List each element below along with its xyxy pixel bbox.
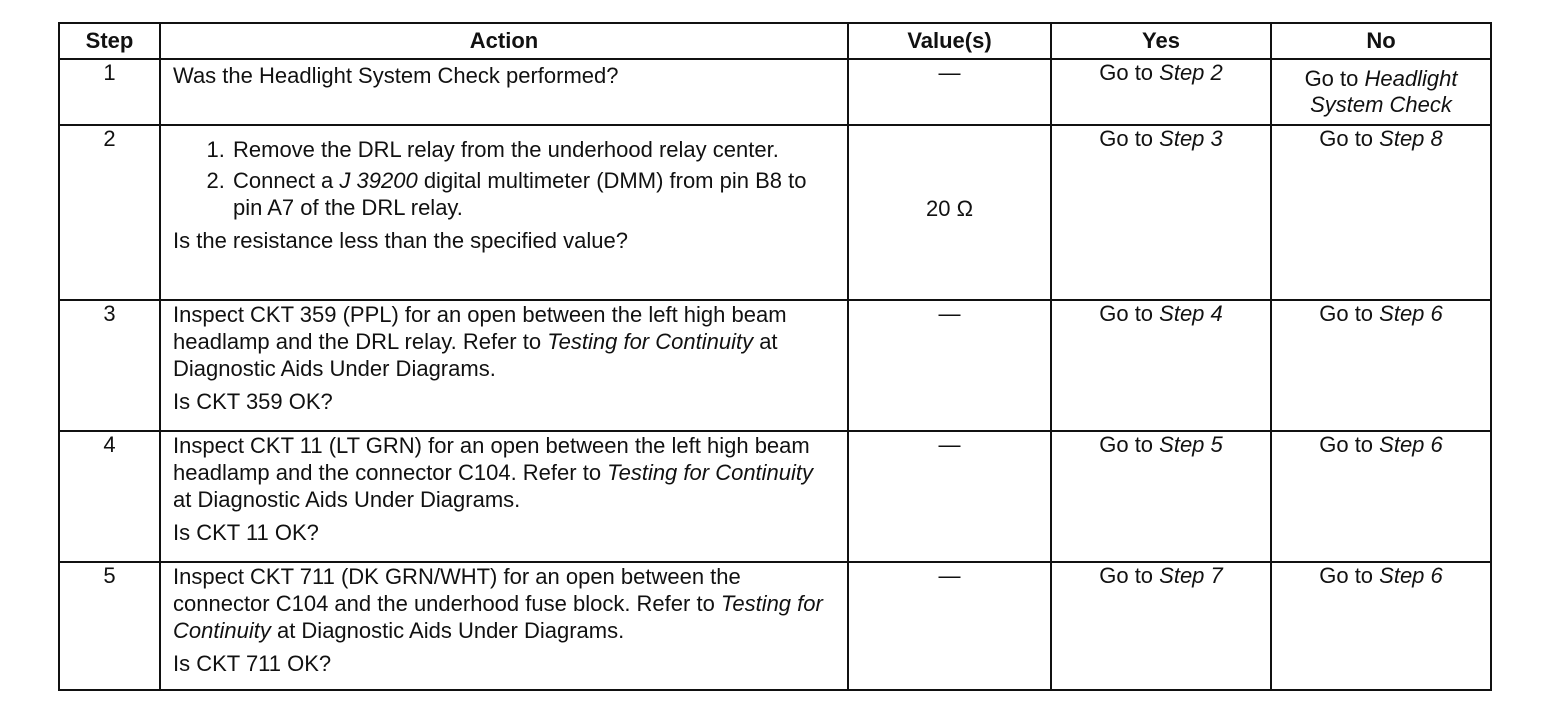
yes-target: Step 3 xyxy=(1159,126,1223,151)
yes-prefix: Go to xyxy=(1099,432,1160,457)
yes-target: Step 2 xyxy=(1159,60,1223,85)
yes-prefix: Go to xyxy=(1099,60,1160,85)
yes-target: Step 5 xyxy=(1159,432,1223,457)
step-number: 4 xyxy=(58,430,161,563)
yes-target: Step 7 xyxy=(1159,563,1223,588)
action-cell: Remove the DRL relay from the underhood … xyxy=(159,124,849,301)
header-step: Step xyxy=(58,22,161,60)
no-target: Step 6 xyxy=(1379,301,1443,326)
value-cell: — xyxy=(847,299,1052,432)
step-number: 5 xyxy=(58,561,161,691)
yes-prefix: Go to xyxy=(1099,126,1160,151)
table-row: 1 Was the Headlight System Check perform… xyxy=(58,58,1492,126)
diagnostic-table: Step Action Value(s) Yes No 1 Was the He… xyxy=(58,22,1492,691)
yes-prefix: Go to xyxy=(1099,563,1160,588)
no-prefix: Go to xyxy=(1319,301,1380,326)
action-question: Was the Headlight System Check performed… xyxy=(173,63,619,88)
procedure-item: Remove the DRL relay from the underhood … xyxy=(231,136,835,163)
no-prefix: Go to xyxy=(1319,126,1380,151)
yes-cell: Go to Step 3 xyxy=(1050,124,1272,301)
header-values: Value(s) xyxy=(847,22,1052,60)
no-prefix: Go to xyxy=(1304,66,1365,91)
step-number: 2 xyxy=(58,124,161,301)
value-cell: 20 Ω xyxy=(847,124,1052,301)
header-action: Action xyxy=(159,22,849,60)
step-number: 3 xyxy=(58,299,161,432)
procedure-list: Remove the DRL relay from the underhood … xyxy=(173,136,835,221)
action-cell: Was the Headlight System Check performed… xyxy=(159,58,849,126)
table-row: 4 Inspect CKT 11 (LT GRN) for an open be… xyxy=(58,430,1492,563)
yes-cell: Go to Step 2 xyxy=(1050,58,1272,126)
yes-cell: Go to Step 5 xyxy=(1050,430,1272,563)
action-question: Is CKT 711 OK? xyxy=(173,651,332,676)
action-cell: Inspect CKT 11 (LT GRN) for an open betw… xyxy=(159,430,849,563)
table-row: 3 Inspect CKT 359 (PPL) for an open betw… xyxy=(58,299,1492,432)
no-target: Step 6 xyxy=(1379,432,1443,457)
action-cell: Inspect CKT 359 (PPL) for an open betwee… xyxy=(159,299,849,432)
action-question: Is CKT 11 OK? xyxy=(173,520,319,545)
action-text: Inspect CKT 359 (PPL) for an open betwee… xyxy=(173,302,787,381)
action-cell: Inspect CKT 711 (DK GRN/WHT) for an open… xyxy=(159,561,849,691)
no-cell: Go to Step 6 xyxy=(1270,430,1492,563)
procedure-item: Connect a J 39200 digital multimeter (DM… xyxy=(231,167,835,221)
no-target: Step 8 xyxy=(1379,126,1443,151)
header-no: No xyxy=(1270,22,1492,60)
value-cell: — xyxy=(847,561,1052,691)
no-cell: Go to Step 8 xyxy=(1270,124,1492,301)
header-row: Step Action Value(s) Yes No xyxy=(58,22,1492,60)
no-cell: Go to Headlight System Check xyxy=(1270,58,1492,126)
header-yes: Yes xyxy=(1050,22,1272,60)
action-text: Inspect CKT 711 (DK GRN/WHT) for an open… xyxy=(173,564,823,643)
yes-cell: Go to Step 7 xyxy=(1050,561,1272,691)
yes-prefix: Go to xyxy=(1099,301,1160,326)
table-row: 2 Remove the DRL relay from the underhoo… xyxy=(58,124,1492,301)
action-question: Is the resistance less than the specifie… xyxy=(173,228,628,253)
no-target: Step 6 xyxy=(1379,563,1443,588)
table-row: 5 Inspect CKT 711 (DK GRN/WHT) for an op… xyxy=(58,561,1492,691)
no-prefix: Go to xyxy=(1319,563,1380,588)
yes-cell: Go to Step 4 xyxy=(1050,299,1272,432)
action-text: Inspect CKT 11 (LT GRN) for an open betw… xyxy=(173,433,814,512)
no-prefix: Go to xyxy=(1319,432,1380,457)
value-cell: — xyxy=(847,430,1052,563)
step-number: 1 xyxy=(58,58,161,126)
no-target-line1: Headlight xyxy=(1364,66,1458,91)
no-target-line2: System Check xyxy=(1310,92,1452,117)
value-cell: — xyxy=(847,58,1052,126)
no-cell: Go to Step 6 xyxy=(1270,299,1492,432)
no-cell: Go to Step 6 xyxy=(1270,561,1492,691)
yes-target: Step 4 xyxy=(1159,301,1223,326)
action-question: Is CKT 359 OK? xyxy=(173,389,333,414)
